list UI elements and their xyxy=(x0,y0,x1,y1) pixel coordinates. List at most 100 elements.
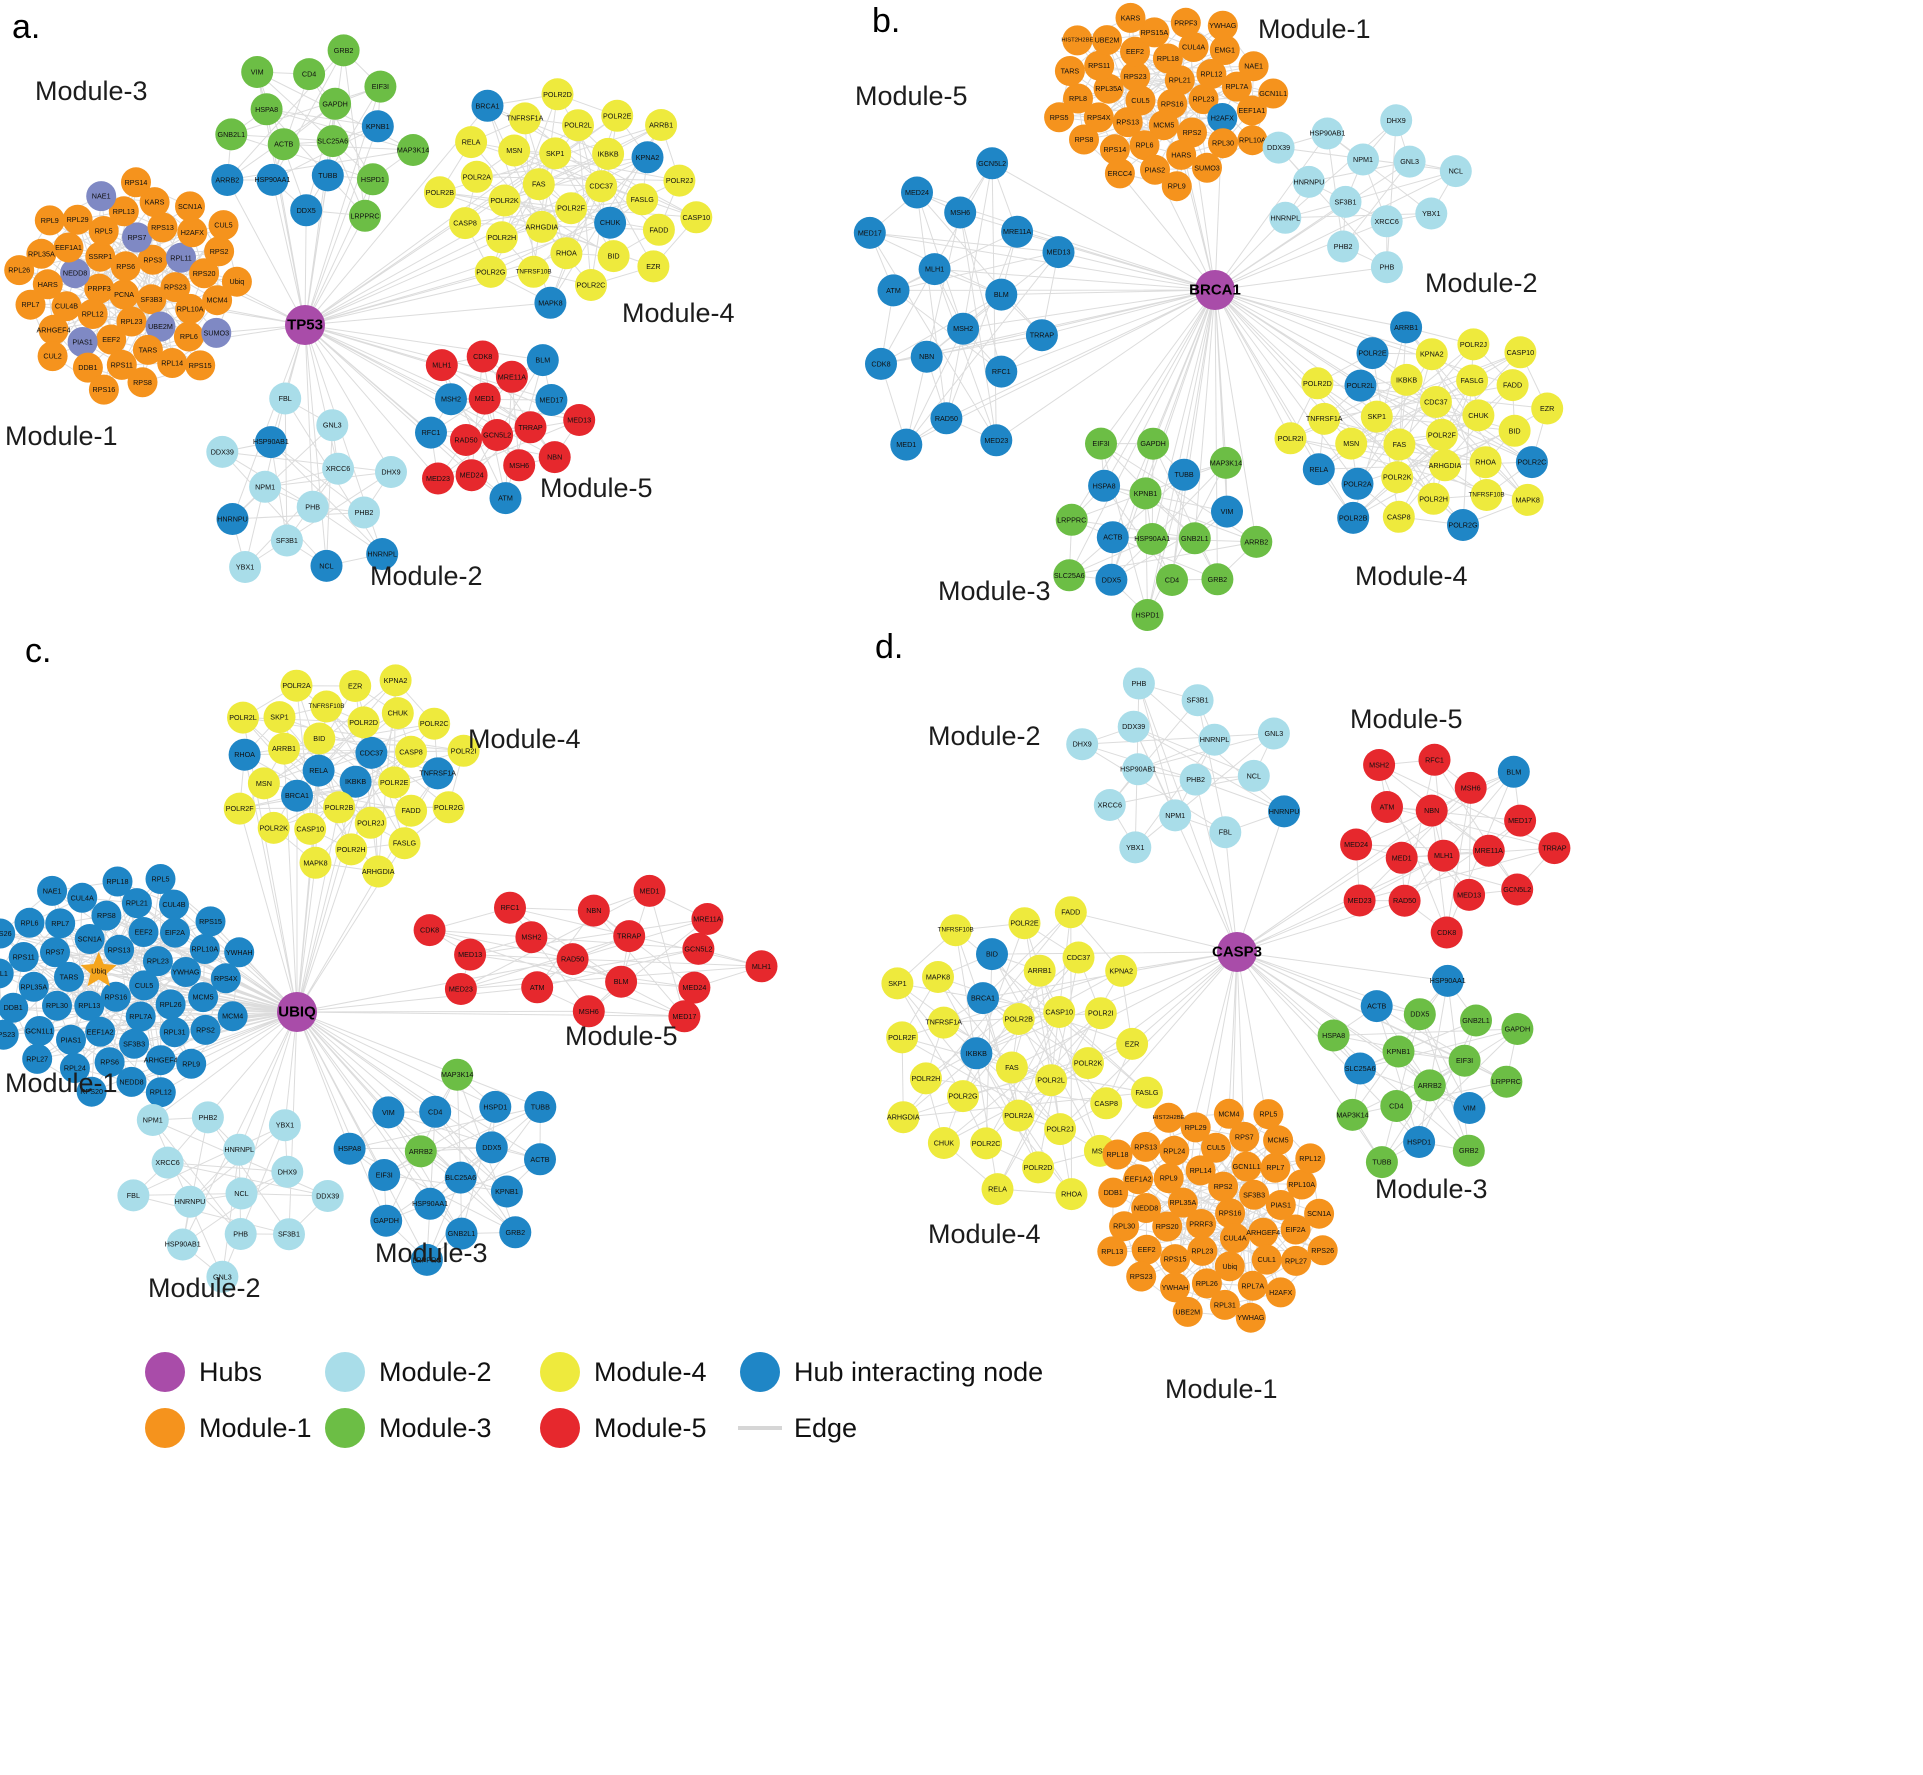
node-RELA: RELA xyxy=(302,754,335,787)
node-circle xyxy=(379,664,412,697)
node-circle xyxy=(88,216,119,246)
node-label: POLR2K xyxy=(490,196,519,205)
node-RPL7: RPL7 xyxy=(15,289,46,320)
node-label: FADD xyxy=(1503,381,1522,390)
node-circle xyxy=(1311,117,1344,150)
node-circle xyxy=(1098,1177,1129,1208)
node-HSPD1: HSPD1 xyxy=(356,163,389,196)
node-label: POLR2B xyxy=(426,188,455,197)
node-label: MSN xyxy=(506,146,522,155)
node-label: FAS xyxy=(532,180,546,189)
node-circle xyxy=(454,938,487,971)
node-XRCC6: XRCC6 xyxy=(1093,789,1126,821)
node-circle xyxy=(1088,469,1121,502)
node-circle xyxy=(354,806,387,839)
node-RHOA: RHOA xyxy=(1055,1178,1088,1211)
node-circle xyxy=(1105,954,1138,987)
node-label: CUL1 xyxy=(1258,1255,1276,1264)
node-label: FAS xyxy=(1393,440,1407,449)
node-circle xyxy=(185,350,216,381)
node-circle xyxy=(108,196,139,227)
node-label: GCN5L2 xyxy=(978,159,1006,168)
node-label: NAE1 xyxy=(92,192,111,201)
node-MED24: MED24 xyxy=(678,971,711,1004)
node-label: CDK8 xyxy=(1437,928,1456,937)
node-MLH1: MLH1 xyxy=(425,349,458,382)
node-RPL10A: RPL10A xyxy=(189,934,220,964)
node-POLR2K: POLR2K xyxy=(257,811,290,844)
node-HNRNPU: HNRNPU xyxy=(1268,795,1301,828)
node-EEF1A2: EEF1A2 xyxy=(1123,1164,1154,1195)
node-RPL10A: RPL10A xyxy=(1237,125,1268,156)
node-label: ACTB xyxy=(530,1155,549,1164)
node-RPL9: RPL9 xyxy=(1161,171,1192,202)
node-POLR2D: POLR2D xyxy=(347,706,380,739)
node-label: RPS2 xyxy=(1183,128,1202,137)
node-CDC37: CDC37 xyxy=(355,736,388,769)
node-VIM: VIM xyxy=(1211,495,1243,528)
node-circle xyxy=(370,1204,403,1237)
node-circle xyxy=(535,384,568,416)
node-label: SLC25A6 xyxy=(1054,571,1085,580)
node-circle xyxy=(145,1077,176,1108)
node-RPS13: RPS13 xyxy=(147,212,178,243)
node-label: RPS13 xyxy=(1134,1142,1157,1151)
node-GCN5L2: GCN5L2 xyxy=(976,147,1009,180)
node-label: RPL23 xyxy=(147,957,169,966)
node-circle xyxy=(1371,791,1403,823)
node-circle xyxy=(195,906,226,937)
node-circle xyxy=(1457,328,1490,361)
node-GCN1L1: GCN1L1 xyxy=(1231,1151,1262,1182)
node-label: RELA xyxy=(309,766,328,775)
node-circle xyxy=(0,958,14,989)
node-SCN1A: SCN1A xyxy=(74,924,105,954)
node-POLR2G: POLR2G xyxy=(474,255,507,288)
node-label: ACTB xyxy=(274,140,293,149)
node-MED13: MED13 xyxy=(563,404,596,436)
node-circle xyxy=(1044,1113,1077,1146)
module-label-module-4: Module-4 xyxy=(622,298,735,328)
node-HSP90AB1: HSP90AB1 xyxy=(1309,117,1345,150)
node-circle xyxy=(364,70,397,103)
node-circle xyxy=(142,946,173,977)
node-label: MAPK8 xyxy=(538,298,562,307)
node-circle xyxy=(1054,896,1087,929)
node-circle xyxy=(1356,337,1389,370)
node-circle xyxy=(22,1043,53,1074)
node-FASLG: FASLG xyxy=(1130,1076,1163,1109)
node-label: CUL4A xyxy=(1182,43,1205,52)
node-circle xyxy=(1207,103,1238,133)
node-label: CD4 xyxy=(302,70,316,79)
node-label: EZR xyxy=(348,682,362,691)
node-label: RPL13 xyxy=(78,1001,100,1010)
node-circle xyxy=(202,285,233,316)
node-RPL12: RPL12 xyxy=(145,1077,176,1108)
node-circle xyxy=(1148,110,1179,141)
node-label: RPS26 xyxy=(0,929,12,938)
node-circle xyxy=(524,1143,556,1176)
node-NAE1: NAE1 xyxy=(37,875,68,906)
node-label: RPL6 xyxy=(21,918,39,927)
node-MED23: MED23 xyxy=(980,424,1013,457)
node-YBX1: YBX1 xyxy=(1415,197,1448,230)
node-label: RPL10A xyxy=(177,304,204,313)
node-NCL: NCL xyxy=(225,1177,258,1210)
node-HSP90AB1: HSP90AB1 xyxy=(165,1228,201,1261)
node-label: NCL xyxy=(319,561,333,570)
node-circle xyxy=(327,34,360,67)
node-RHOA: RHOA xyxy=(550,237,583,270)
node-circle xyxy=(1198,723,1231,756)
module-label-module-2: Module-2 xyxy=(370,561,483,591)
node-circle xyxy=(1008,907,1041,940)
node-circle xyxy=(201,317,232,348)
node-HNRNPL: HNRNPL xyxy=(1198,723,1231,756)
node-label: GAPDH xyxy=(1140,439,1166,448)
node-GRB2: GRB2 xyxy=(499,1216,532,1249)
node-HSPD1: HSPD1 xyxy=(1403,1126,1436,1158)
node-NBN: NBN xyxy=(1415,794,1448,827)
node-CUL5: CUL5 xyxy=(1125,85,1156,116)
node-circle xyxy=(132,334,163,365)
node-circle xyxy=(100,981,131,1012)
node-label: PHB2 xyxy=(1334,242,1353,251)
node-label: SF3B1 xyxy=(278,1230,300,1239)
